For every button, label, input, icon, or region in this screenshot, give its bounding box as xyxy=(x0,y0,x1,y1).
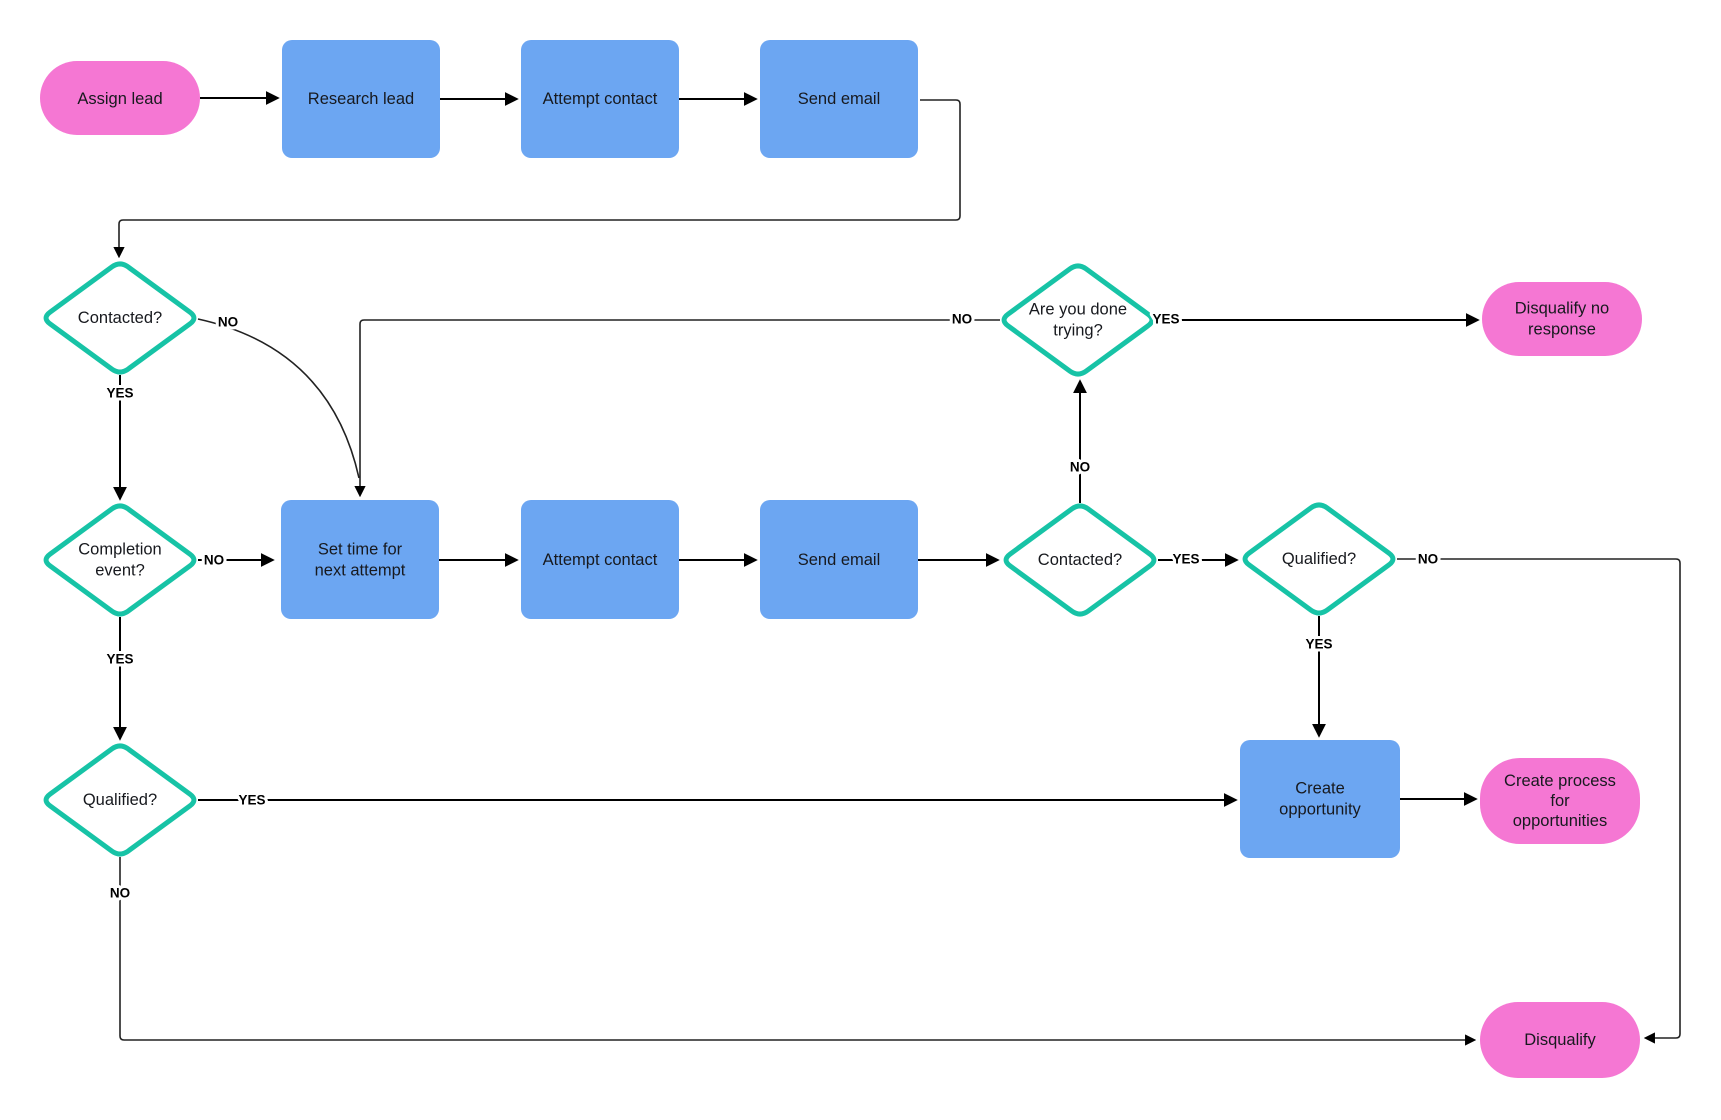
node-label: next attempt xyxy=(315,562,406,580)
edge-label-areyoudone-no: NO xyxy=(952,312,972,327)
node-disqualify[interactable]: Disqualify xyxy=(1480,1002,1640,1078)
node-qualified-right[interactable]: Qualified? xyxy=(1242,502,1396,616)
node-label: response xyxy=(1528,321,1596,339)
terminal-shape[interactable] xyxy=(1482,282,1642,356)
node-label: Assign lead xyxy=(77,90,162,108)
node-create-opportunity[interactable]: Create opportunity xyxy=(1240,740,1400,858)
decision-shape[interactable] xyxy=(43,743,197,857)
node-attempt-contact-2[interactable]: Attempt contact xyxy=(521,500,679,619)
process-shape[interactable] xyxy=(521,40,679,158)
edge-areyoudone-no xyxy=(354,319,1000,498)
edge-label-qualifiedleft-yes: YES xyxy=(238,793,265,808)
edge-labels: NO YES NO YES NO NO YES YES NO YES YES N… xyxy=(103,309,1441,904)
node-label: event? xyxy=(95,562,145,580)
edge-contacted1-no-curve xyxy=(197,318,360,479)
node-are-you-done-trying[interactable]: Are you done trying? xyxy=(1001,263,1155,377)
node-contacted-1[interactable]: Contacted? xyxy=(43,261,197,375)
decision-shape[interactable] xyxy=(43,261,197,375)
edge-label-areyoudone-yes: YES xyxy=(1152,312,1179,327)
node-label: Research lead xyxy=(308,90,414,108)
node-label: Completion xyxy=(78,541,161,559)
decision-shape[interactable] xyxy=(43,503,197,617)
edge-qualifiedleft-no xyxy=(119,857,1477,1046)
node-label: opportunities xyxy=(1513,812,1607,830)
node-completion-event[interactable]: Completion event? xyxy=(43,503,197,617)
node-label: Create process xyxy=(1504,772,1616,790)
decision-shape[interactable] xyxy=(1242,502,1396,616)
node-label: Attempt contact xyxy=(543,551,658,569)
node-label: Qualified? xyxy=(1282,550,1356,568)
terminal-shape[interactable] xyxy=(1480,758,1640,844)
node-label: Qualified? xyxy=(83,791,157,809)
node-label: Are you done xyxy=(1029,301,1127,319)
edge-label-qualifiedleft-no: NO xyxy=(110,886,130,901)
node-disqualify-no-response[interactable]: Disqualify no response xyxy=(1482,282,1642,356)
node-label: Disqualify xyxy=(1524,1031,1596,1049)
node-label: opportunity xyxy=(1279,801,1361,819)
node-research-lead[interactable]: Research lead xyxy=(282,40,440,158)
process-shape[interactable] xyxy=(281,500,439,619)
node-label: Set time for xyxy=(318,541,403,559)
node-label: Create xyxy=(1295,780,1345,798)
decision-shape[interactable] xyxy=(1003,503,1157,617)
node-label: Contacted? xyxy=(1038,551,1122,569)
node-label: trying? xyxy=(1053,322,1103,340)
edge-label-completion-yes: YES xyxy=(106,652,133,667)
node-assign-lead[interactable]: Assign lead xyxy=(40,61,200,135)
node-create-process[interactable]: Create process for opportunities xyxy=(1480,758,1640,844)
node-set-time[interactable]: Set time for next attempt xyxy=(281,500,439,619)
node-contacted-2[interactable]: Contacted? xyxy=(1003,503,1157,617)
process-shape[interactable] xyxy=(1240,740,1400,858)
node-send-email-2[interactable]: Send email xyxy=(760,500,918,619)
decision-shape[interactable] xyxy=(1001,263,1155,377)
node-label: for xyxy=(1550,792,1570,810)
edge-label-contacted2-no: NO xyxy=(1070,460,1090,475)
edge-label-contacted1-yes: YES xyxy=(106,386,133,401)
edge-send1-to-contacted1 xyxy=(113,99,961,259)
node-label: Contacted? xyxy=(78,309,162,327)
node-label: Send email xyxy=(798,90,881,108)
node-label: Attempt contact xyxy=(543,90,658,108)
edge-label-qualifiedright-yes: YES xyxy=(1305,637,1332,652)
node-attempt-contact-1[interactable]: Attempt contact xyxy=(521,40,679,158)
edge-label-contacted1-no: NO xyxy=(218,315,238,330)
terminal-shape[interactable] xyxy=(1480,1002,1640,1078)
process-shape[interactable] xyxy=(521,500,679,619)
edge-qualifiedright-no xyxy=(1397,558,1681,1044)
node-label: Disqualify no xyxy=(1515,300,1609,318)
edge-label-qualifiedright-no: NO xyxy=(1418,552,1438,567)
edge-label-completion-no: NO xyxy=(204,553,224,568)
node-qualified-left[interactable]: Qualified? xyxy=(43,743,197,857)
terminal-shape[interactable] xyxy=(40,61,200,135)
connectors xyxy=(113,91,1681,1046)
node-label: Send email xyxy=(798,551,881,569)
process-shape[interactable] xyxy=(760,40,918,158)
node-send-email-1[interactable]: Send email xyxy=(760,40,918,158)
process-shape[interactable] xyxy=(282,40,440,158)
nodes: Assign lead Research lead Attempt contac… xyxy=(40,40,1642,1078)
edge-label-contacted2-yes: YES xyxy=(1172,552,1199,567)
process-shape[interactable] xyxy=(760,500,918,619)
